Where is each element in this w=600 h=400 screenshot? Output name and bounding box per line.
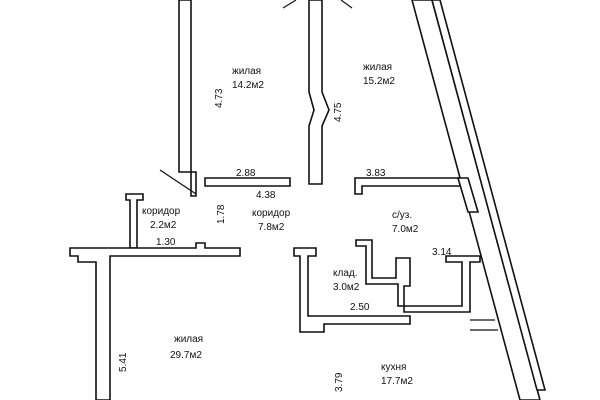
wall-bathroom-right <box>456 177 480 213</box>
room-area-storage: 3.0м2 <box>333 282 360 293</box>
room-name-living-1: жилая <box>232 66 261 77</box>
dim-383: 3.83 <box>366 168 386 179</box>
dim-288: 2.88 <box>236 168 256 179</box>
dim-250: 2.50 <box>350 302 370 313</box>
dimension-labels: 4.73 4.75 2.88 4.38 3.83 1.78 1.30 3.14 … <box>118 88 452 392</box>
dim-475: 4.75 <box>333 102 344 122</box>
wall-door-stub <box>190 171 197 197</box>
wall-kitchen-divider <box>403 255 481 313</box>
room-area-living-1: 14.2м2 <box>232 80 264 91</box>
dim-178: 1.78 <box>216 204 227 224</box>
walls <box>69 0 547 400</box>
dim-130: 1.30 <box>156 237 176 248</box>
wall-bedroom-left <box>178 0 192 173</box>
dim-473: 4.73 <box>214 88 225 108</box>
wall-corridor-top <box>204 177 291 187</box>
room-labels: жилая 14.2м2 жилая 15.2м2 коридор 2.2м2 … <box>142 62 419 387</box>
room-name-corridor-small: коридор <box>142 206 181 217</box>
room-name-corridor-main: коридор <box>252 208 291 219</box>
wall-center-partition <box>308 0 330 185</box>
door-swing <box>159 169 197 195</box>
dim-314: 3.14 <box>432 247 452 258</box>
wall-storage-left <box>293 247 411 333</box>
dim-438: 4.38 <box>256 190 276 201</box>
room-area-living-2: 15.2м2 <box>363 76 395 87</box>
wall-exterior-angled <box>411 0 541 400</box>
dim-379: 3.79 <box>334 372 345 392</box>
room-name-living-2: жилая <box>363 62 392 73</box>
room-area-corridor-main: 7.8м2 <box>258 222 285 233</box>
wall-exterior-right-edge <box>431 0 547 391</box>
wall-small-corridor <box>125 193 144 249</box>
window-ray-right <box>340 0 353 9</box>
door-leaf-line <box>159 169 197 195</box>
wall-storage-inner <box>355 239 411 307</box>
window-ray-left <box>282 0 297 9</box>
wall-living3-top <box>69 242 241 400</box>
room-name-bathroom: с/уз. <box>392 210 412 221</box>
room-name-living-3: жилая <box>174 334 203 345</box>
room-area-living-3: 29.7м2 <box>170 350 202 361</box>
dim-541: 5.41 <box>118 352 129 372</box>
window-rays <box>282 0 353 9</box>
room-name-kitchen: кухня <box>381 362 406 373</box>
room-area-bathroom: 7.0м2 <box>392 224 419 235</box>
room-name-storage: клад. <box>333 268 358 279</box>
room-area-corridor-small: 2.2м2 <box>150 220 177 231</box>
room-area-kitchen: 17.7м2 <box>381 376 413 387</box>
wall-bathroom-top <box>354 177 461 195</box>
